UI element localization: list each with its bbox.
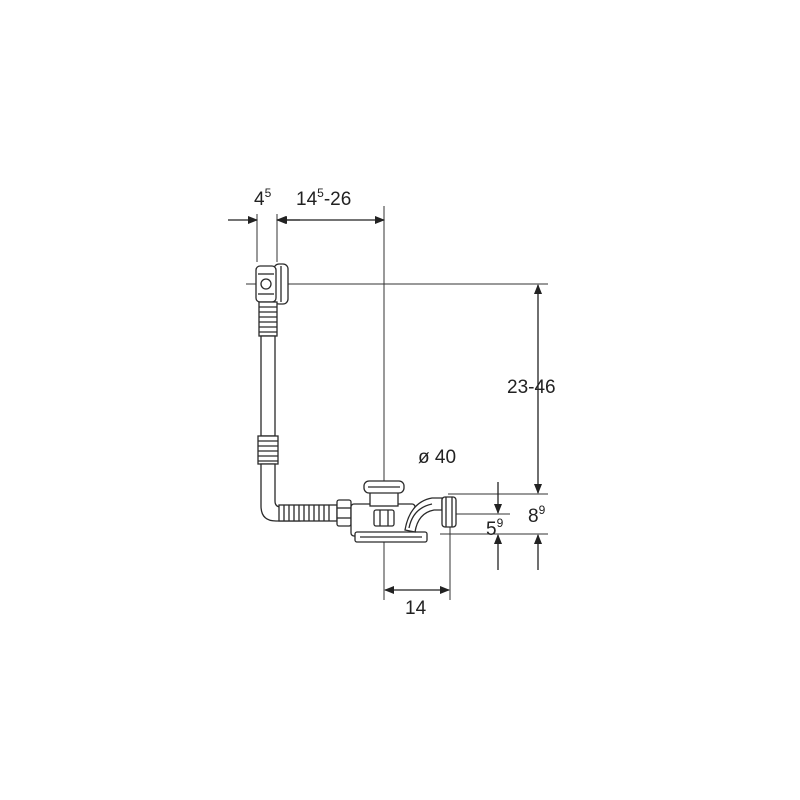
overflow-corrugation-upper [258,301,278,337]
dim-label-outlet-depth: 59 [486,516,504,540]
dimension-arrows [228,216,542,594]
horizontal-flex-pipe [278,504,338,522]
dim-label-overflow-offset: 45 [254,186,272,210]
popup-plug-stem [369,491,399,507]
overflow-assembly [255,263,352,527]
dim-label-overflow-spacing: 145-26 [296,186,351,210]
dim-label-total-depth: 89 [528,503,546,527]
coupling-nut [336,499,352,527]
drain-assembly [350,480,457,543]
overflow-corrugation-lower [257,435,279,465]
dim-label-drain-diameter: ø 40 [418,447,456,468]
trap-bend [404,497,443,533]
dimension-labels: 45 145-26 23-46 ø 40 59 89 14 [254,186,556,619]
overflow-tube [260,335,276,437]
outlet-connection [441,496,457,528]
dim-label-overflow-height: 23-46 [507,377,556,398]
dim-label-outlet-spacing: 14 [405,598,427,619]
